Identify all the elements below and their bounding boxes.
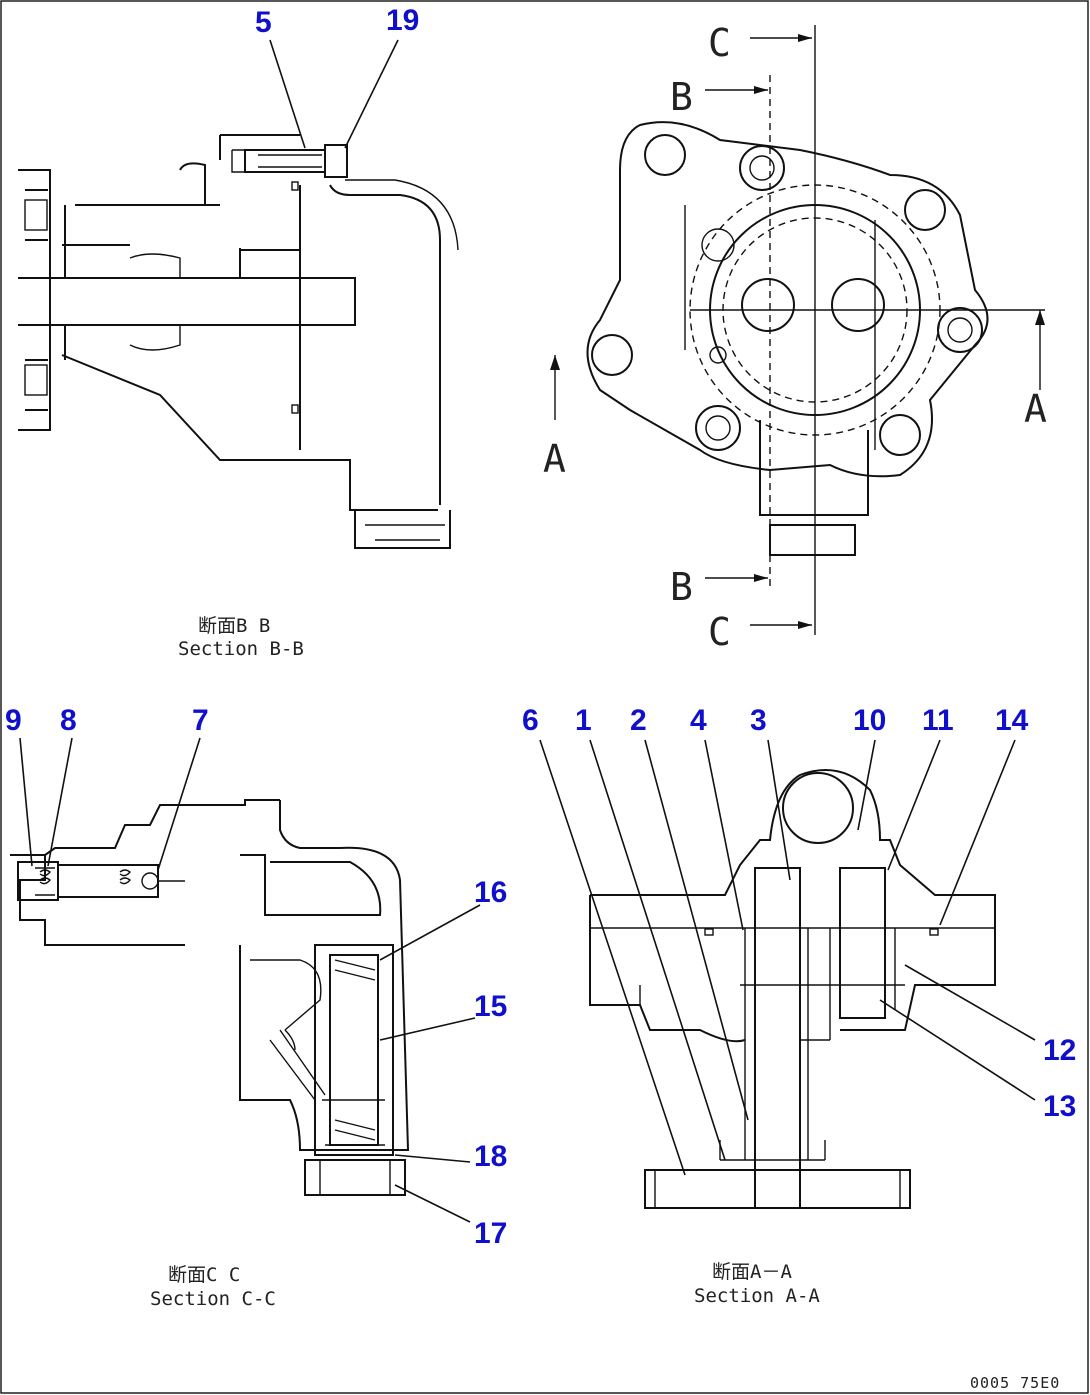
callout-10: 10 — [853, 704, 886, 737]
section-mark-c-bottom: C — [708, 610, 731, 654]
section-aa-leaders — [539, 739, 1036, 1176]
section-aa-caption-en: Section A-A — [694, 1285, 820, 1307]
section-cc-caption-en: Section C-C — [150, 1288, 276, 1310]
section-mark-c-top: C — [708, 21, 731, 65]
section-bb-caption-jp: 断面B B — [198, 615, 270, 637]
callout-5: 5 — [255, 6, 272, 39]
callout-3: 3 — [750, 704, 767, 737]
callout-4: 4 — [690, 704, 707, 737]
callout-7: 7 — [192, 704, 209, 737]
callout-11: 11 — [922, 704, 954, 737]
callout-13: 13 — [1043, 1090, 1076, 1123]
drawing-code: 0005 75E0 — [970, 1374, 1060, 1392]
section-bb-caption-en: Section B-B — [178, 638, 304, 660]
section-cc-leaders — [19, 737, 481, 1223]
section-bb-leaders — [269, 39, 399, 149]
section-cc-caption-jp: 断面C C — [168, 1264, 240, 1286]
callout-19: 19 — [386, 4, 419, 37]
section-aa-caption-jp: 断面A－A — [712, 1261, 792, 1283]
section-mark-a-left: A — [543, 437, 566, 481]
section-aa-drawing — [589, 769, 996, 1209]
section-cc-drawing — [10, 799, 410, 1196]
section-mark-b-top: B — [670, 75, 693, 119]
front-view-drawing — [550, 25, 1045, 635]
section-mark-a-right: A — [1024, 387, 1047, 431]
callout-18: 18 — [474, 1140, 507, 1173]
callout-1: 1 — [575, 704, 592, 737]
callout-12: 12 — [1043, 1034, 1076, 1067]
callout-9: 9 — [5, 704, 22, 737]
callout-17: 17 — [474, 1217, 507, 1250]
callout-8: 8 — [60, 704, 77, 737]
callout-16: 16 — [474, 876, 507, 909]
callout-15: 15 — [474, 990, 507, 1023]
section-bb-drawing — [18, 134, 459, 549]
callout-14: 14 — [995, 704, 1029, 737]
callout-6: 6 — [522, 704, 539, 737]
section-mark-b-bottom: B — [670, 565, 693, 609]
callout-2: 2 — [630, 704, 647, 737]
